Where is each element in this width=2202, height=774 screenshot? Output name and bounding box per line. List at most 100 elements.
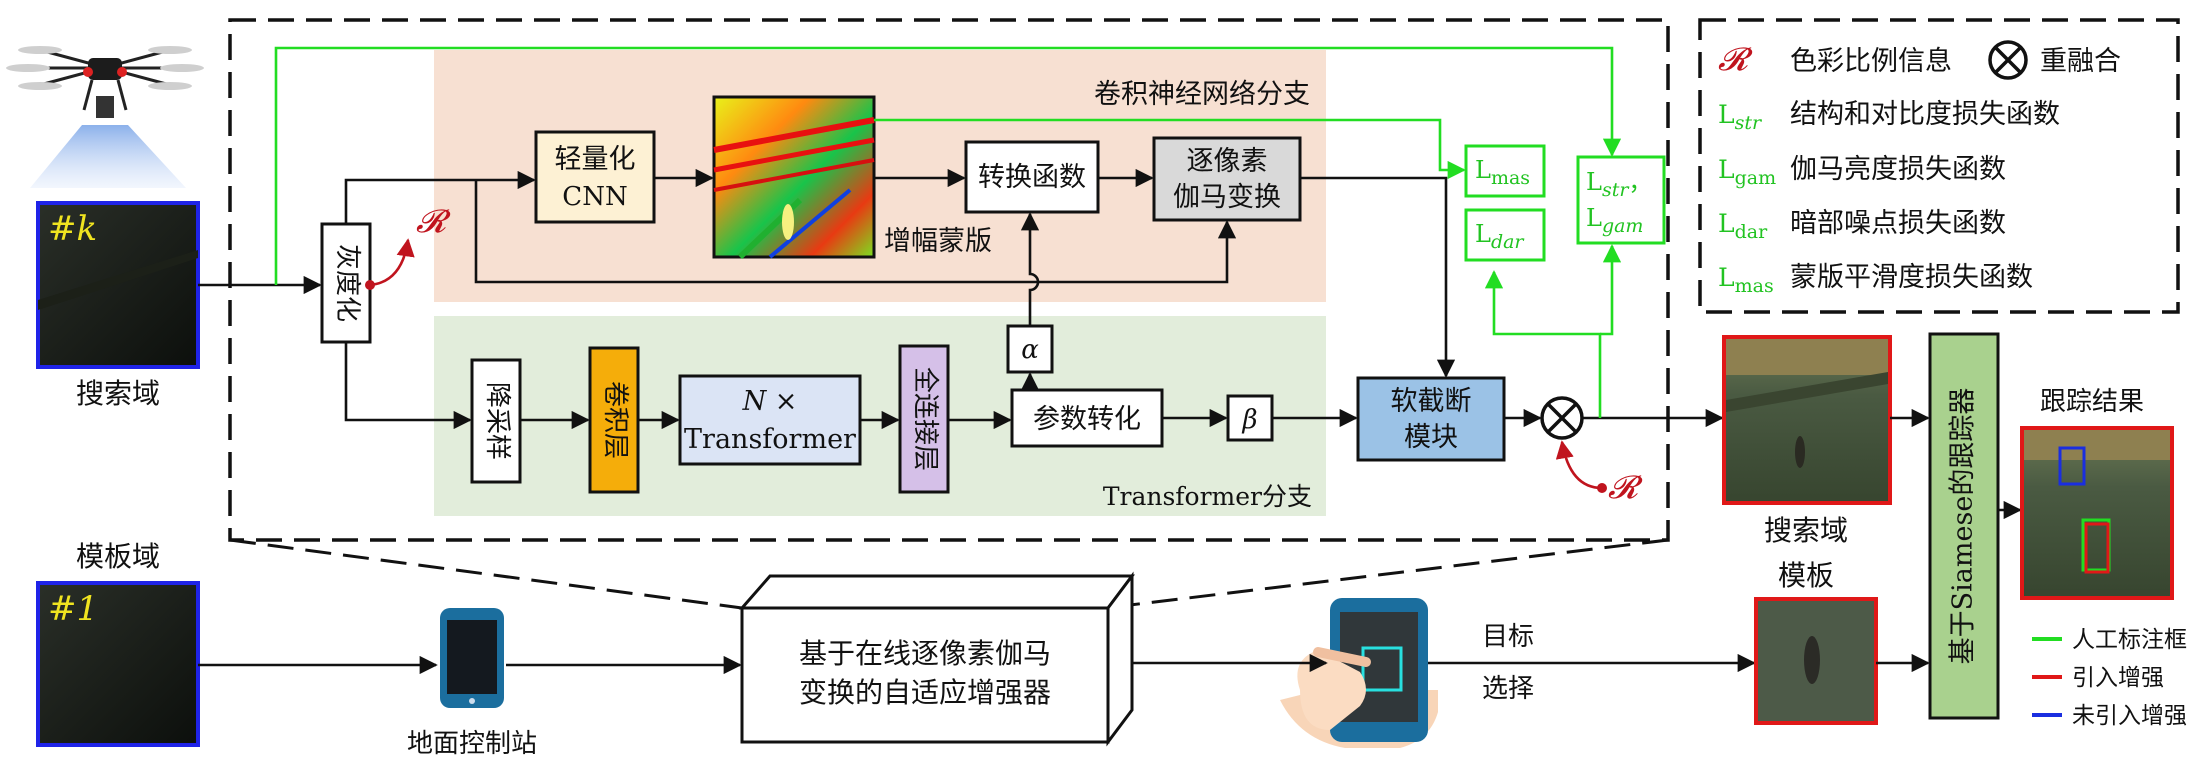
svg-text:未引入增强: 未引入增强 [2072, 703, 2187, 729]
svg-text:暗部噪点损失函数: 暗部噪点损失函数 [1790, 208, 2006, 239]
soft-truncation-box [1356, 376, 1506, 462]
search-domain-frame: #k [36, 201, 200, 369]
param-convert-label: 参数转化 [1033, 404, 1141, 435]
transfer-function-box [964, 140, 1100, 214]
beta-label: β [1241, 405, 1257, 435]
ratio-arrow-top [369, 238, 415, 287]
loss-str-sub: str [1602, 179, 1630, 201]
cnn-line2: CNN [562, 182, 627, 212]
legend-panel [1698, 18, 2180, 314]
alpha-label: α [1021, 335, 1039, 365]
tablet-icon [440, 608, 504, 708]
arrow-gamma-to-soft [1300, 176, 1456, 378]
template-domain-frame-label: #1 [48, 589, 98, 629]
transformer-branch-label: Transformer分支 [1103, 482, 1312, 511]
beta-box [1226, 394, 1274, 442]
cnn-branch-label: 卷积神经网络分支 [1094, 79, 1310, 110]
downsample-label: 降采样 [482, 382, 512, 460]
enhanced-template-image [1754, 597, 1878, 725]
fc-layer-label: 全连接层 [910, 367, 940, 471]
transformer-line1: N × [742, 386, 798, 417]
cnn-line1: 轻量化 [555, 144, 636, 175]
arrow-alpha-to-transfer [1020, 212, 1040, 326]
green-output-to-lstr [1600, 244, 1622, 336]
loss-str-main: L [1586, 168, 1602, 196]
pixel-gamma-line2: 伽马变换 [1173, 182, 1281, 213]
svg-text:蒙版平滑度损失函数: 蒙版平滑度损失函数 [1790, 262, 2033, 293]
legend-ratio-symbol: 𝓡 [1718, 40, 1753, 78]
svg-text:结构和对比度损失函数: 结构和对比度损失函数 [1790, 99, 2060, 130]
arrow-gray-to-cnn [344, 170, 536, 224]
svg-text:Lmas: Lmas [1475, 156, 1530, 189]
ground-station-label: 地面控制站 [407, 729, 537, 759]
svg-text:Lgam: Lgam [1586, 204, 1643, 237]
svg-text:Ldar: Ldar [1718, 209, 1768, 243]
enhancer-box [738, 571, 1135, 747]
legend-item: Lmas 蒙版平滑度损失函数 [1718, 262, 2033, 297]
loss-dar-sub: dar [1491, 231, 1525, 253]
loss-mas-main: L [1475, 156, 1491, 184]
svg-text:Lstr: Lstr [1718, 100, 1763, 134]
mask-label: 增幅蒙版 [884, 226, 992, 257]
transfer-function-label: 转换函数 [978, 162, 1086, 193]
soft-truncation-line2: 模块 [1404, 422, 1458, 453]
downsample-box [470, 358, 522, 484]
legend-ratio-text: 色彩比例信息 [1790, 46, 1952, 77]
template-label: 模板 [1778, 559, 1834, 592]
transformer-line2: Transformer [684, 424, 856, 455]
legend-fusion-icon [1988, 40, 2028, 80]
ratio-symbol-top: 𝓡 [416, 202, 451, 240]
tracking-result-label: 跟踪结果 [2040, 387, 2144, 417]
ratio-symbol-bottom: 𝓡 [1608, 468, 1643, 506]
tracker-label: 基于Siamese的跟踪器 [1948, 388, 1979, 665]
legend-item: Lgam 伽马亮度损失函数 [1718, 154, 2006, 189]
result-legend: 人工标注框 引入增强 未引入增强 [2032, 627, 2187, 729]
transformer-box [678, 374, 862, 466]
template-domain-label: 模板域 [76, 540, 160, 573]
enhancer-box-line1: 基于在线逐像素伽马 [799, 637, 1051, 670]
svg-text:伽马亮度损失函数: 伽马亮度损失函数 [1790, 154, 2006, 185]
enhanced-search-label: 搜索域 [1764, 514, 1848, 547]
green-mask-to-lmas [874, 118, 1466, 180]
arrow-gray-to-downsample [344, 342, 472, 430]
enhanced-search-image [1722, 335, 1892, 505]
svg-text:Lmas: Lmas [1718, 263, 1774, 297]
grayscale-label: 灰度化 [332, 244, 362, 322]
loss-gam-main: L [1586, 204, 1602, 232]
search-domain-frame-label: #k [48, 209, 97, 249]
svg-text:Ldar: Ldar [1475, 220, 1525, 253]
fusion-icon [1540, 396, 1584, 440]
fc-layer-box [898, 344, 950, 494]
tracker-box [1928, 332, 2000, 720]
enhancer-detail-frame [228, 18, 1670, 542]
projection-line-right [1129, 538, 1669, 607]
select-label-line2: 选择 [1482, 674, 1534, 704]
drone-icon [6, 46, 204, 188]
search-domain-label: 搜索域 [76, 377, 160, 410]
ratio-arrow-bottom [1555, 440, 1603, 490]
svg-text:引入增强: 引入增强 [2072, 665, 2164, 691]
green-skip-line [274, 46, 1622, 285]
template-domain-frame: #1 [36, 581, 200, 747]
svg-text:Lgam: Lgam [1718, 155, 1776, 189]
pixel-gamma-line1: 逐像素 [1187, 146, 1268, 177]
loss-comma: ， [1628, 168, 1652, 196]
loss-gam-sub: gam [1602, 215, 1644, 237]
legend-item: Lstr 结构和对比度损失函数 [1718, 99, 2060, 134]
loss-box-mas [1464, 144, 1546, 198]
soft-truncation-line1: 软截断 [1391, 386, 1472, 417]
loss-mas-sub: mas [1491, 167, 1530, 189]
legend-item: Ldar 暗部噪点损失函数 [1718, 208, 2006, 243]
green-output-to-ldar [1484, 270, 1602, 418]
svg-text:人工标注框: 人工标注框 [2072, 627, 2187, 653]
tracking-result-image [2020, 426, 2174, 600]
enhancer-box-line2: 变换的自适应增强器 [799, 676, 1051, 709]
arrow-bypass-to-gamma [474, 180, 1237, 284]
svg-text:Lstr，: Lstr， [1586, 168, 1652, 201]
loss-box-dar [1464, 208, 1546, 262]
projection-line-left [229, 538, 743, 610]
loss-dar-main: L [1475, 220, 1491, 248]
amplification-mask-image [712, 95, 876, 260]
hand-touch-icon [1280, 598, 1438, 748]
